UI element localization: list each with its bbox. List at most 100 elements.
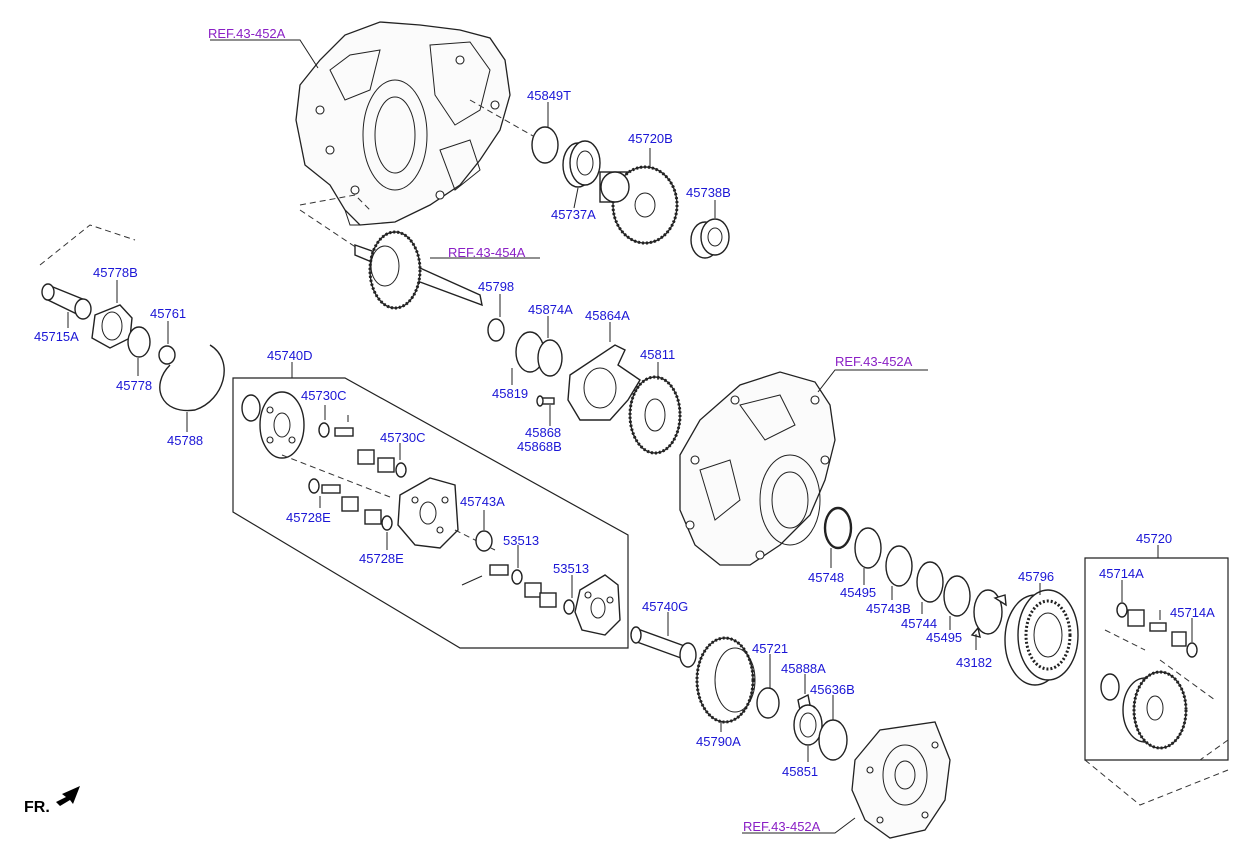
ref-input-shaft[interactable]: REF.43-454A: [448, 245, 526, 260]
bolt-45868: [536, 395, 555, 407]
ring-45874A: [537, 339, 563, 377]
needle-bearing-45714: [1127, 609, 1187, 647]
label-45849T[interactable]: 45849T: [527, 88, 571, 103]
carrier-group-box-45740D: [232, 377, 629, 649]
carrier-plate-middle: [397, 477, 459, 549]
label-43182[interactable]: 43182: [956, 655, 992, 670]
washer-upper-2: [395, 462, 407, 478]
washer-lower-2: [381, 515, 393, 531]
carrier-plate-rear: [574, 574, 621, 636]
label-45748[interactable]: 45748: [808, 570, 844, 585]
washer-upper-1: [318, 422, 330, 438]
label-45636B[interactable]: 45636B: [810, 682, 855, 697]
pin-upper: [334, 427, 354, 437]
snap-ring-45788: [159, 344, 225, 412]
label-45740G[interactable]: 45740G: [642, 599, 688, 614]
label-45778[interactable]: 45778: [116, 378, 152, 393]
label-45851[interactable]: 45851: [782, 764, 818, 779]
pin-lower: [321, 484, 341, 494]
washer-45743A: [475, 530, 493, 552]
label-45495-a[interactable]: 45495: [840, 585, 876, 600]
bearing-45851: [793, 704, 823, 746]
label-45868B[interactable]: 45868B: [517, 439, 562, 454]
label-45720B[interactable]: 45720B: [628, 131, 673, 146]
label-45790A[interactable]: 45790A: [696, 734, 741, 749]
sun-gear-carrier-45720: [1122, 670, 1188, 750]
ring-45744: [916, 561, 944, 603]
washer-45714A-left: [1116, 602, 1128, 618]
plate-43182: [970, 589, 1007, 638]
input-shaft-assembly: [354, 230, 483, 310]
ref-case-top[interactable]: REF.43-452A: [208, 26, 286, 41]
ring-45778: [127, 326, 151, 358]
differential-gear-45720B: [599, 165, 679, 245]
washer-carrier: [241, 394, 261, 422]
front-direction-indicator: FR.: [24, 786, 80, 816]
seal-45748: [823, 506, 853, 550]
label-45819[interactable]: 45819: [492, 386, 528, 401]
needle-bearing-upper: [357, 449, 395, 473]
shaft-45715A: [41, 283, 92, 320]
bearing-45738B: [690, 218, 730, 259]
label-45743A[interactable]: 45743A: [460, 494, 505, 509]
label-45737A[interactable]: 45737A: [551, 207, 596, 222]
label-45761[interactable]: 45761: [150, 306, 186, 321]
driven-gear-45811: [628, 375, 682, 455]
washer-53513-b: [563, 599, 575, 615]
sun-gear-group-box-45720: [1084, 557, 1229, 761]
label-45778B[interactable]: 45778B: [93, 265, 138, 280]
label-45788[interactable]: 45788: [167, 433, 203, 448]
washer-lower-1: [308, 478, 320, 494]
clutch-drum-45796: [1004, 589, 1079, 686]
ref-cover-bottom[interactable]: REF.43-452A: [743, 819, 821, 834]
label-45714A-right[interactable]: 45714A: [1170, 605, 1215, 620]
retainer-45778B: [91, 304, 133, 349]
label-45744[interactable]: 45744: [901, 616, 937, 631]
ring-gear-45790A: [695, 636, 756, 724]
washer-45714A-right: [1186, 642, 1198, 658]
ring-45720-inner: [1100, 673, 1120, 701]
transmission-cover-bottom: [851, 721, 951, 839]
pin-53513: [489, 564, 509, 576]
label-45714A-left[interactable]: 45714A: [1099, 566, 1144, 581]
label-45798[interactable]: 45798: [478, 279, 514, 294]
label-45495-b[interactable]: 45495: [926, 630, 962, 645]
label-45864A[interactable]: 45864A: [585, 308, 630, 323]
label-45740D[interactable]: 45740D: [267, 348, 313, 363]
label-45721[interactable]: 45721: [752, 641, 788, 656]
label-45888A[interactable]: 45888A: [781, 661, 826, 676]
ref-case-mid[interactable]: REF.43-452A: [835, 354, 913, 369]
label-45728E-right[interactable]: 45728E: [359, 551, 404, 566]
ring-45495-a: [854, 527, 882, 569]
transmission-case-mid: [679, 371, 836, 566]
label-53513-lower[interactable]: 53513: [553, 561, 589, 576]
label-45874A[interactable]: 45874A: [528, 302, 573, 317]
carrier-plate-front: [259, 391, 305, 459]
ring-45495-b: [943, 575, 971, 617]
label-45811[interactable]: 45811: [640, 347, 675, 362]
bracket-45864A: [567, 344, 641, 421]
label-45720[interactable]: 45720: [1136, 531, 1172, 546]
label-53513-upper[interactable]: 53513: [503, 533, 539, 548]
output-shaft-45740G: [630, 626, 697, 668]
bearing-45737A: [562, 140, 601, 188]
washer-45761: [158, 345, 176, 365]
label-45738B[interactable]: 45738B: [686, 185, 731, 200]
ring-45743B: [885, 545, 913, 587]
label-45715A[interactable]: 45715A: [34, 329, 79, 344]
washer-53513: [511, 569, 523, 585]
label-45868[interactable]: 45868: [525, 425, 561, 440]
label-45730C-upper[interactable]: 45730C: [301, 388, 347, 403]
label-45730C-lower[interactable]: 45730C: [380, 430, 426, 445]
washer-45798: [487, 318, 505, 342]
needle-bearing-53513: [524, 582, 557, 608]
label-45743B[interactable]: 45743B: [866, 601, 911, 616]
transmission-case-top: [295, 21, 511, 226]
label-45796[interactable]: 45796: [1018, 569, 1054, 584]
snap-ring-45849T: [531, 126, 559, 164]
snap-ring-45721: [756, 687, 780, 719]
ring-45636B: [818, 719, 848, 761]
front-direction-label: FR.: [24, 799, 50, 816]
label-45728E-left[interactable]: 45728E: [286, 510, 331, 525]
